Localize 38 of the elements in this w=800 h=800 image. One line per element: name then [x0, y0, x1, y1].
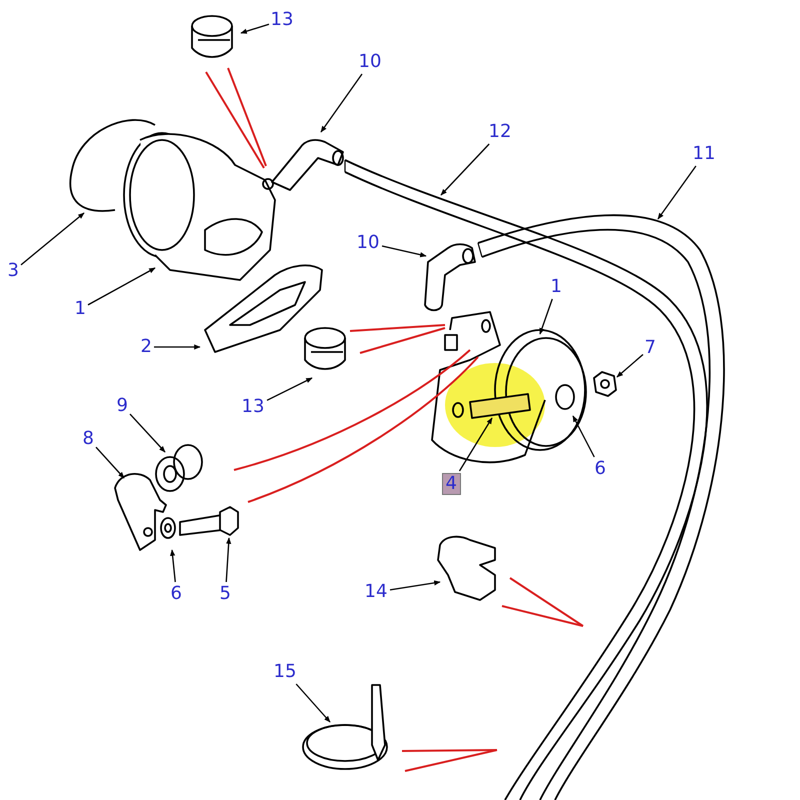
callout-number: 10 [358, 52, 382, 72]
callout-number: 5 [220, 584, 231, 604]
leader-line [440, 144, 490, 196]
callout-number: 12 [488, 122, 512, 142]
callout-number: 13 [270, 10, 294, 30]
callout-number: 13 [242, 397, 264, 417]
callout-number: 8 [82, 429, 94, 449]
leader-line [88, 267, 156, 306]
leader-line [539, 298, 553, 335]
leader-line [382, 245, 427, 258]
leader-line [240, 24, 270, 34]
leader-line [616, 354, 644, 378]
callout-number: 1 [550, 277, 562, 297]
leader-line [572, 415, 595, 458]
leader-line [390, 580, 441, 591]
leader-line [226, 537, 232, 582]
callout-number: 3 [8, 261, 19, 281]
callout-number: 14 [364, 582, 388, 602]
leader-line [130, 414, 166, 452]
callout-number: 10 [356, 233, 380, 253]
leader-line [657, 166, 696, 220]
leader-line [458, 417, 493, 472]
callout-number: 7 [644, 338, 656, 358]
leader-line [20, 212, 84, 266]
callout-number: 6 [170, 584, 182, 604]
leader-line [96, 446, 124, 478]
callout-number: 11 [692, 144, 716, 164]
callout-number: 1 [74, 299, 86, 319]
leader-line [154, 344, 201, 350]
leader-line [296, 684, 330, 722]
callout-number: 15 [274, 662, 296, 682]
leader-line [266, 377, 313, 401]
leader-line [170, 549, 176, 582]
callout-number: 2 [140, 337, 152, 357]
callout-number: 4 [442, 473, 461, 495]
leader-line [320, 74, 363, 133]
callout-number: 9 [116, 396, 128, 416]
callout-number: 6 [594, 459, 606, 479]
